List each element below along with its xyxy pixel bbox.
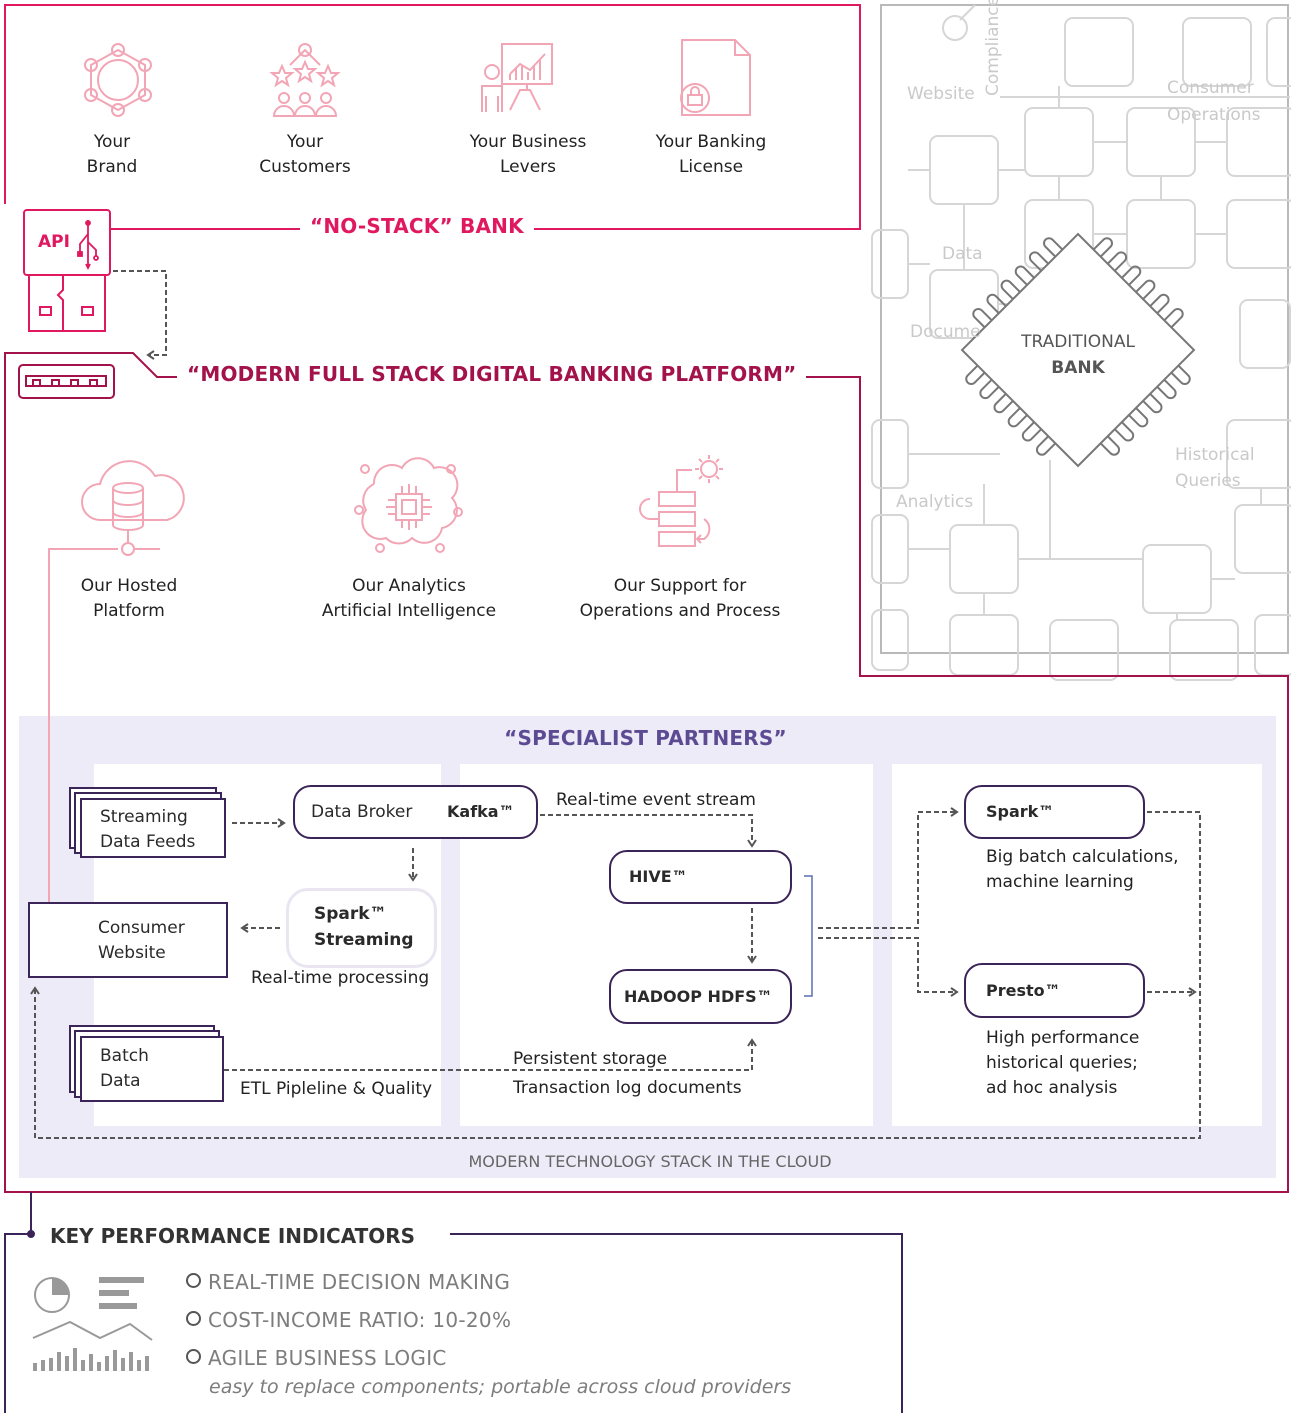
ops-label-1: Our Support for xyxy=(613,576,747,596)
levers-label-1: Your Business xyxy=(469,132,587,152)
batch-data-box: Batch Data xyxy=(80,1036,224,1102)
batch-line1: Batch xyxy=(100,1046,149,1066)
bg-label-data: Data xyxy=(942,244,983,264)
hosted-platform-link xyxy=(48,548,118,932)
traditional-bank-line1: TRADITIONAL xyxy=(1021,332,1135,352)
bg-label-queries: Queries xyxy=(1175,471,1241,491)
consumer-line1: Consumer xyxy=(98,918,185,938)
transaction-log-label: Transaction log documents xyxy=(513,1078,742,1098)
presto-desc-2: historical queries; xyxy=(986,1053,1138,1073)
bg-label-consumer: Consumer xyxy=(1167,78,1254,98)
streaming-data-feeds-box: Streaming Data Feeds xyxy=(80,798,226,858)
consumer-website-box: Consumer Website xyxy=(28,902,228,978)
ai-brain-chip-icon xyxy=(354,457,463,553)
process-gears-icon xyxy=(639,455,723,547)
platform-frame xyxy=(4,352,1289,1193)
bg-label-historical: Historical xyxy=(1175,445,1255,465)
realtime-processing-label: Real-time processing xyxy=(251,968,430,988)
analytics-label-2: Artificial Intelligence xyxy=(321,601,497,621)
presto-desc-3: ad hoc analysis xyxy=(986,1078,1118,1098)
bullet-circle-icon xyxy=(186,1349,201,1364)
partners-footer: MODERN TECHNOLOGY STACK IN THE CLOUD xyxy=(468,1152,832,1171)
persistent-storage-label: Persistent storage xyxy=(513,1049,668,1069)
hadoop-label: HADOOP HDFS™ xyxy=(624,987,773,1006)
cloud-database-icon xyxy=(81,460,185,556)
platform-title: “MODERN FULL STACK DIGITAL BANKING PLATF… xyxy=(177,362,807,386)
hive-pill: HIVE™ xyxy=(609,850,792,904)
presto-pill: Presto™ xyxy=(964,963,1145,1018)
presto-desc-1: High performance xyxy=(986,1028,1140,1048)
kpi-item-1: REAL-TIME DECISION MAKING xyxy=(186,1270,510,1294)
kpi-item-2-text: COST-INCOME RATIO: 10-20% xyxy=(208,1308,512,1332)
bg-label-compliance: Compliance xyxy=(983,0,1003,96)
no-stack-frame xyxy=(4,4,861,230)
brand-label-1: Your xyxy=(93,132,131,152)
bullet-circle-icon xyxy=(186,1311,201,1326)
api-label: API xyxy=(38,232,70,252)
brand-label-2: Brand xyxy=(86,157,138,177)
license-document-icon xyxy=(680,39,751,116)
kpi-charts-icon xyxy=(32,1277,153,1371)
customers-label-1: Your xyxy=(286,132,324,152)
streaming-line1: Streaming xyxy=(100,807,188,827)
data-broker-pill: Data Broker Kafka™ xyxy=(293,785,538,839)
customers-icon xyxy=(269,43,341,117)
ops-label-2: Operations and Process xyxy=(579,601,781,621)
spark-desc-1: Big batch calculations, xyxy=(986,847,1179,867)
presto-label: Presto™ xyxy=(986,981,1061,1000)
customers-label-2: Customers xyxy=(259,157,351,177)
batch-line2: Data xyxy=(100,1071,141,1091)
kpi-frame xyxy=(4,1192,903,1413)
kpi-item-3-text: AGILE BUSINESS LOGIC xyxy=(208,1346,447,1370)
brand-network-icon xyxy=(84,43,152,117)
bullet-circle-icon xyxy=(186,1273,201,1288)
consumer-line2: Website xyxy=(98,943,166,963)
hadoop-pill: HADOOP HDFS™ xyxy=(609,969,792,1024)
hosted-label-1: Our Hosted xyxy=(80,576,178,596)
spark-desc-2: machine learning xyxy=(986,872,1134,892)
platform-connector-icon xyxy=(18,364,115,399)
spark-streaming-pill: Spark™ Streaming xyxy=(286,888,437,968)
flow-arrowheads xyxy=(30,807,1197,1047)
kpi-item-1-text: REAL-TIME DECISION MAKING xyxy=(208,1270,511,1294)
data-broker-label: Data Broker xyxy=(311,802,413,822)
chip-icon xyxy=(960,232,1196,468)
presentation-chart-icon xyxy=(481,43,553,112)
kpi-item-2: COST-INCOME RATIO: 10-20% xyxy=(186,1308,511,1332)
spark-streaming-line2: Streaming xyxy=(314,930,414,950)
api-connector-icon xyxy=(23,209,111,332)
kpi-title: KEY PERFORMANCE INDICATORS xyxy=(50,1224,426,1248)
bg-label-website: Website xyxy=(907,84,975,104)
partners-title: “SPECIALIST PARTNERS” xyxy=(504,726,787,750)
traditional-bank-line2: BANK xyxy=(1051,358,1105,378)
event-stream-label: Real-time event stream xyxy=(556,790,756,810)
etl-label: ETL Pipleline & Quality xyxy=(240,1079,433,1099)
kafka-label: Kafka™ xyxy=(447,802,515,821)
hosted-label-2: Platform xyxy=(93,601,165,621)
no-stack-title: “NO-STACK” BANK xyxy=(300,214,534,238)
bg-label-analytics: Analytics xyxy=(896,492,974,512)
kpi-note: easy to replace components; portable acr… xyxy=(209,1376,792,1398)
bg-label-documents: Docume xyxy=(910,322,981,342)
spark-label: Spark™ xyxy=(986,802,1055,821)
spark-streaming-line1: Spark™ xyxy=(314,904,387,924)
streaming-line2: Data Feeds xyxy=(100,832,196,852)
levers-label-2: Levers xyxy=(500,157,556,177)
spark-pill: Spark™ xyxy=(964,785,1145,839)
license-label-1: Your Banking xyxy=(655,132,767,152)
analytics-label-1: Our Analytics xyxy=(352,576,466,596)
license-label-2: License xyxy=(678,157,744,177)
traditional-bank-panel xyxy=(871,4,1291,681)
kpi-item-3: AGILE BUSINESS LOGIC xyxy=(186,1346,447,1370)
bg-label-operations: Operations xyxy=(1167,105,1261,125)
hive-label: HIVE™ xyxy=(629,867,688,886)
flow-lines xyxy=(34,811,1201,1139)
